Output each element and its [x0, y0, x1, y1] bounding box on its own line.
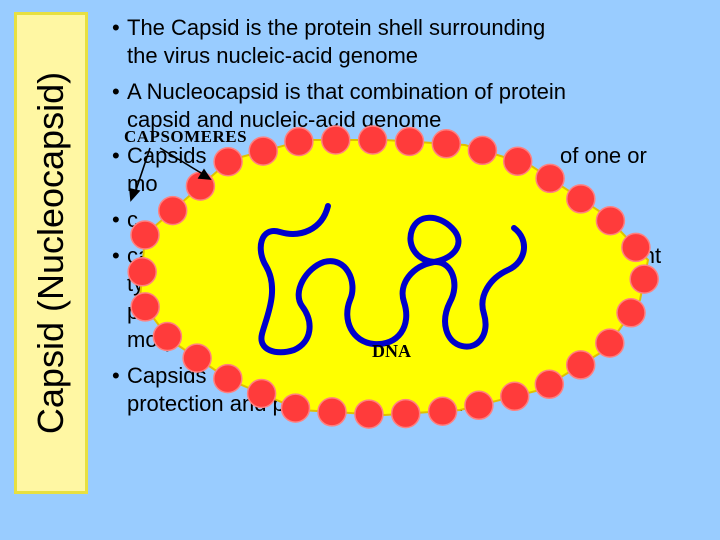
capsomere	[616, 298, 646, 328]
capsomere	[246, 378, 277, 409]
capsomere	[595, 205, 626, 236]
capsomere	[182, 343, 212, 373]
capsomere	[390, 398, 421, 429]
capsomere	[317, 397, 347, 427]
capsomere	[213, 363, 243, 394]
capsomere	[427, 396, 458, 426]
capsomere	[431, 129, 462, 159]
capsomere	[502, 146, 533, 176]
capsomere	[357, 125, 388, 155]
capsomere	[213, 146, 243, 177]
capsomere	[629, 264, 659, 294]
capsomere	[467, 135, 498, 166]
capsomere	[152, 321, 183, 352]
capsomere	[565, 350, 596, 380]
capsomere	[127, 257, 157, 287]
dna-strand	[257, 203, 527, 356]
capsomere	[354, 399, 384, 429]
capsomere	[534, 369, 565, 400]
capsomere	[464, 390, 494, 421]
capsomere	[280, 393, 311, 423]
capsomere	[130, 220, 160, 250]
capsomere	[248, 136, 278, 166]
capsomere	[535, 163, 565, 194]
side-title-band	[14, 12, 88, 494]
capsomere-ring	[127, 125, 659, 429]
capsomeres-arrows	[129, 147, 212, 202]
bullet-capsid-definition: The Capsid is the protein shell surround…	[112, 14, 712, 70]
capsomere	[157, 195, 188, 226]
bullet-nucleocapsid-definition: A Nucleocapsid is that combination of pr…	[112, 78, 712, 134]
capsomeres-label: CAPSOMERES	[124, 127, 248, 146]
capsomere	[320, 125, 351, 155]
capsomere	[566, 184, 596, 214]
capsomere	[130, 292, 160, 322]
capsomere	[499, 381, 530, 412]
capsomere	[595, 328, 625, 358]
capsomere	[284, 126, 314, 157]
capsomere	[394, 126, 425, 157]
bullet-partial: c	[112, 206, 712, 234]
dna-label: DNA	[372, 341, 411, 361]
capsomere	[621, 232, 651, 263]
